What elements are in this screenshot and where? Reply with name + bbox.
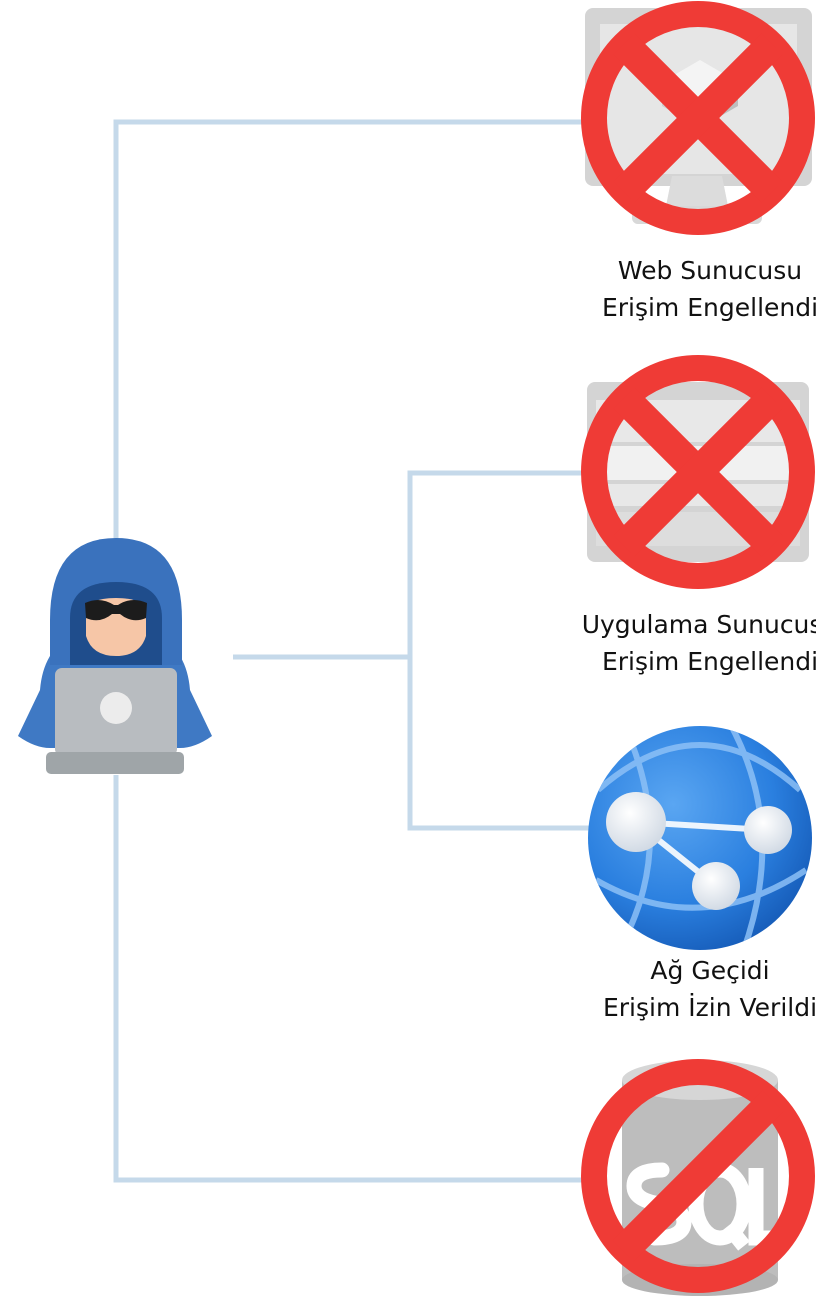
connector-lines — [113, 119, 590, 1183]
gateway-name: Ağ Geçidi — [650, 956, 770, 985]
web-server-node — [581, 1, 815, 235]
sql-database-node — [581, 1059, 815, 1296]
connector-sql-database — [113, 775, 582, 1183]
blocked-icon — [581, 355, 815, 589]
hacker-with-laptop-icon — [18, 538, 212, 774]
app-server-node — [581, 355, 815, 589]
gateway-globe-icon — [588, 726, 812, 950]
app-server-label: Uygulama Sunucusu Erişim Engellendi — [560, 606, 816, 680]
connector-web-server — [113, 119, 582, 540]
blocked-icon — [581, 1, 815, 235]
prohibited-icon — [581, 1059, 815, 1293]
connector-app-gateway-branch — [407, 470, 590, 831]
app-server-name: Uygulama Sunucusu — [581, 610, 816, 639]
gateway-label: Ağ Geçidi Erişim İzin Verildi — [560, 952, 816, 1026]
gateway-status: Erişim İzin Verildi — [602, 993, 816, 1022]
web-server-label: Web Sunucusu Erişim Engellendi — [560, 252, 816, 326]
web-server-name: Web Sunucusu — [617, 256, 803, 285]
web-server-status: Erişim Engellendi — [601, 293, 816, 322]
app-server-status: Erişim Engellendi — [601, 647, 816, 676]
